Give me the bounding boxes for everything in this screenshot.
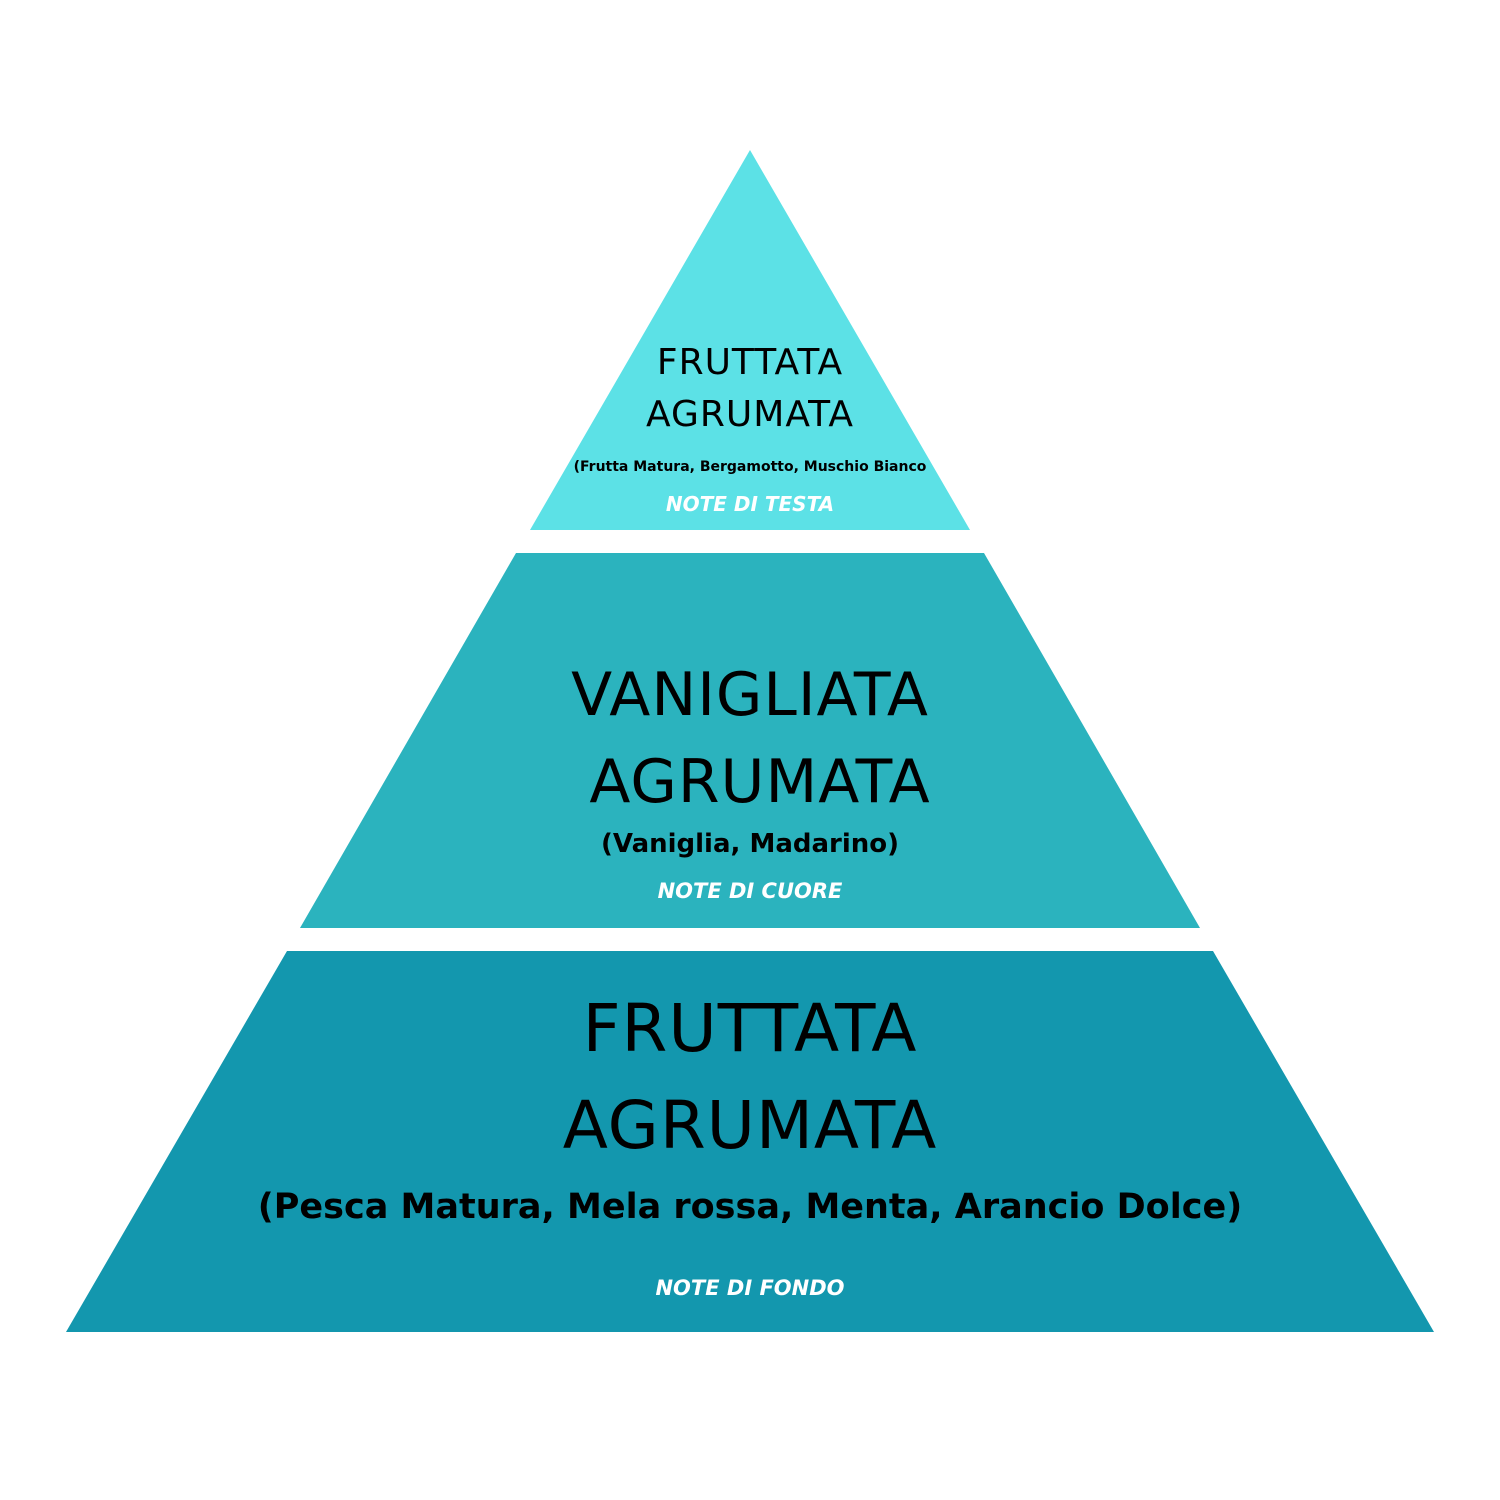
top-title-line2: AGRUMATA: [646, 394, 854, 435]
bottom-note-label: NOTE DI FONDO: [655, 1276, 845, 1300]
bottom-title-line1: FRUTTATA: [582, 990, 918, 1067]
bottom-ingredients: (Pesca Matura, Mela rossa, Menta, Aranci…: [257, 1187, 1243, 1227]
middle-note-label: NOTE DI CUORE: [657, 879, 843, 903]
top-ingredients: (Frutta Matura, Bergamotto, Muschio Bian…: [573, 459, 927, 475]
top-note-label: NOTE DI TESTA: [665, 492, 835, 516]
pyramid-bottom-tier: [66, 951, 1434, 1332]
middle-title-line1: VANIGLIATA: [571, 660, 929, 730]
middle-ingredients: (Vaniglia, Madarino): [600, 829, 900, 859]
pyramid-middle-tier: [300, 553, 1200, 928]
middle-title-line2: AGRUMATA: [589, 747, 931, 817]
top-title-line1: FRUTTATA: [656, 342, 844, 383]
bottom-title-line2: AGRUMATA: [562, 1087, 938, 1164]
pyramid-top-tier: [530, 150, 970, 530]
